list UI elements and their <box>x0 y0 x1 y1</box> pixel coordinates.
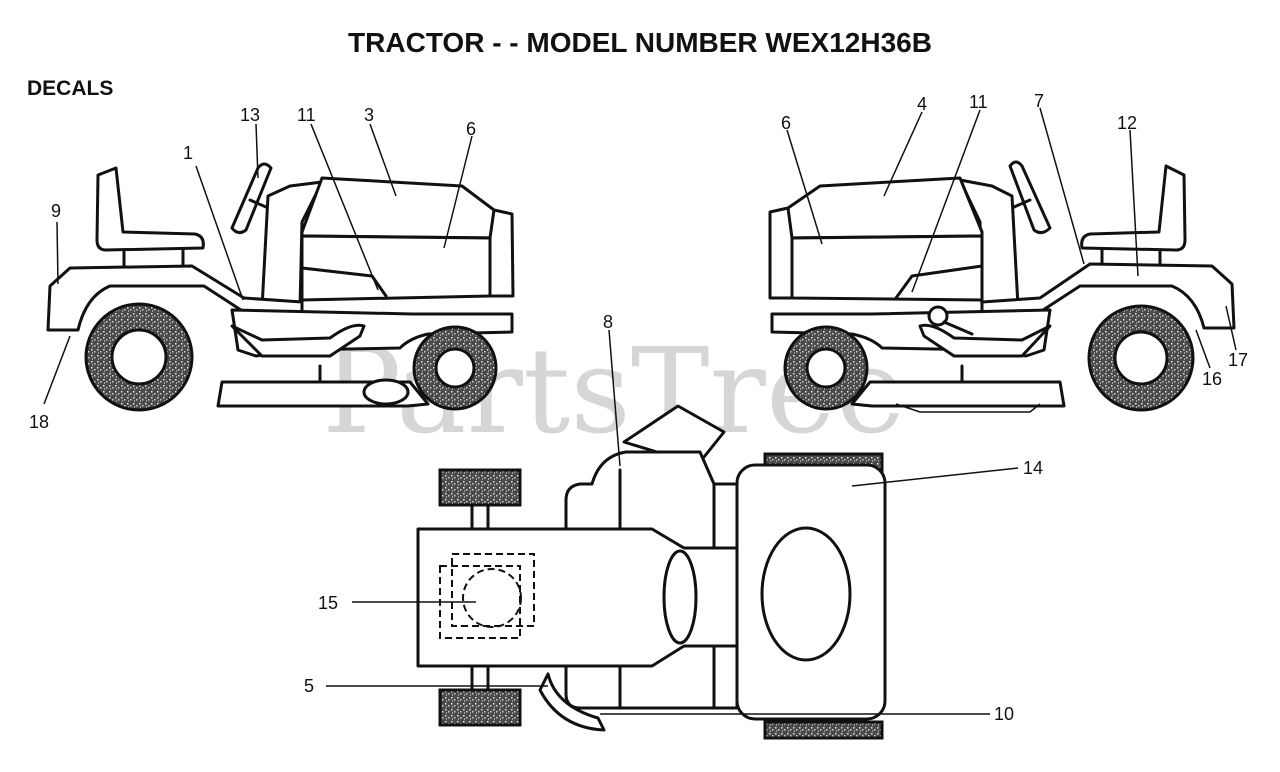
front-wheel-top <box>438 688 522 727</box>
top-view <box>416 404 887 740</box>
steering-wheel <box>230 162 273 235</box>
callout-8: 8 <box>603 312 613 332</box>
footrest <box>230 323 366 358</box>
rear-wheel-top <box>763 720 884 740</box>
discharge-chute <box>538 672 606 732</box>
front-wheel-top <box>438 468 522 507</box>
callout-7: 7 <box>1034 91 1044 111</box>
leader-lines <box>43 107 1237 715</box>
hood-front <box>488 208 515 298</box>
hood-side-panel <box>790 234 984 302</box>
callout-4: 4 <box>917 94 927 114</box>
hood <box>300 176 502 240</box>
seat-top <box>760 526 852 662</box>
callout-1: 1 <box>183 143 193 163</box>
callouts: 9 1 13 11 3 6 18 4 11 7 6 12 16 17 8 14 … <box>29 91 1248 724</box>
callout-5: 5 <box>304 676 314 696</box>
callout-11: 11 <box>297 105 316 125</box>
callout-12: 12 <box>1117 113 1137 133</box>
seat <box>95 166 205 252</box>
callout-16: 16 <box>1202 369 1222 389</box>
left-side-view <box>46 162 515 412</box>
callout-6: 6 <box>781 113 791 133</box>
rear-fender <box>980 262 1236 330</box>
callout-13: 13 <box>240 105 260 125</box>
hood-side-panel <box>300 234 492 302</box>
callout-17: 17 <box>1228 350 1248 370</box>
callout-18: 18 <box>29 412 49 432</box>
callout-11: 11 <box>969 92 988 112</box>
rear-fender <box>46 264 304 332</box>
callout-15: 15 <box>318 593 338 613</box>
section-label: DECALS <box>27 77 113 100</box>
seat <box>1080 164 1187 252</box>
footrest <box>918 323 1052 358</box>
callout-14: 14 <box>1023 458 1043 478</box>
callout-10: 10 <box>994 704 1014 724</box>
hood-top <box>416 527 739 668</box>
callout-6: 6 <box>466 119 476 139</box>
callout-3: 3 <box>364 105 374 125</box>
decal-outline <box>462 568 522 628</box>
right-side-view <box>768 160 1236 413</box>
callout-9: 9 <box>51 201 61 221</box>
mower-deck <box>850 380 1066 408</box>
diagram-title: TRACTOR - - MODEL NUMBER WEX12H36B <box>348 27 932 58</box>
steering-wheel <box>1008 160 1052 235</box>
hood-front <box>768 206 794 300</box>
